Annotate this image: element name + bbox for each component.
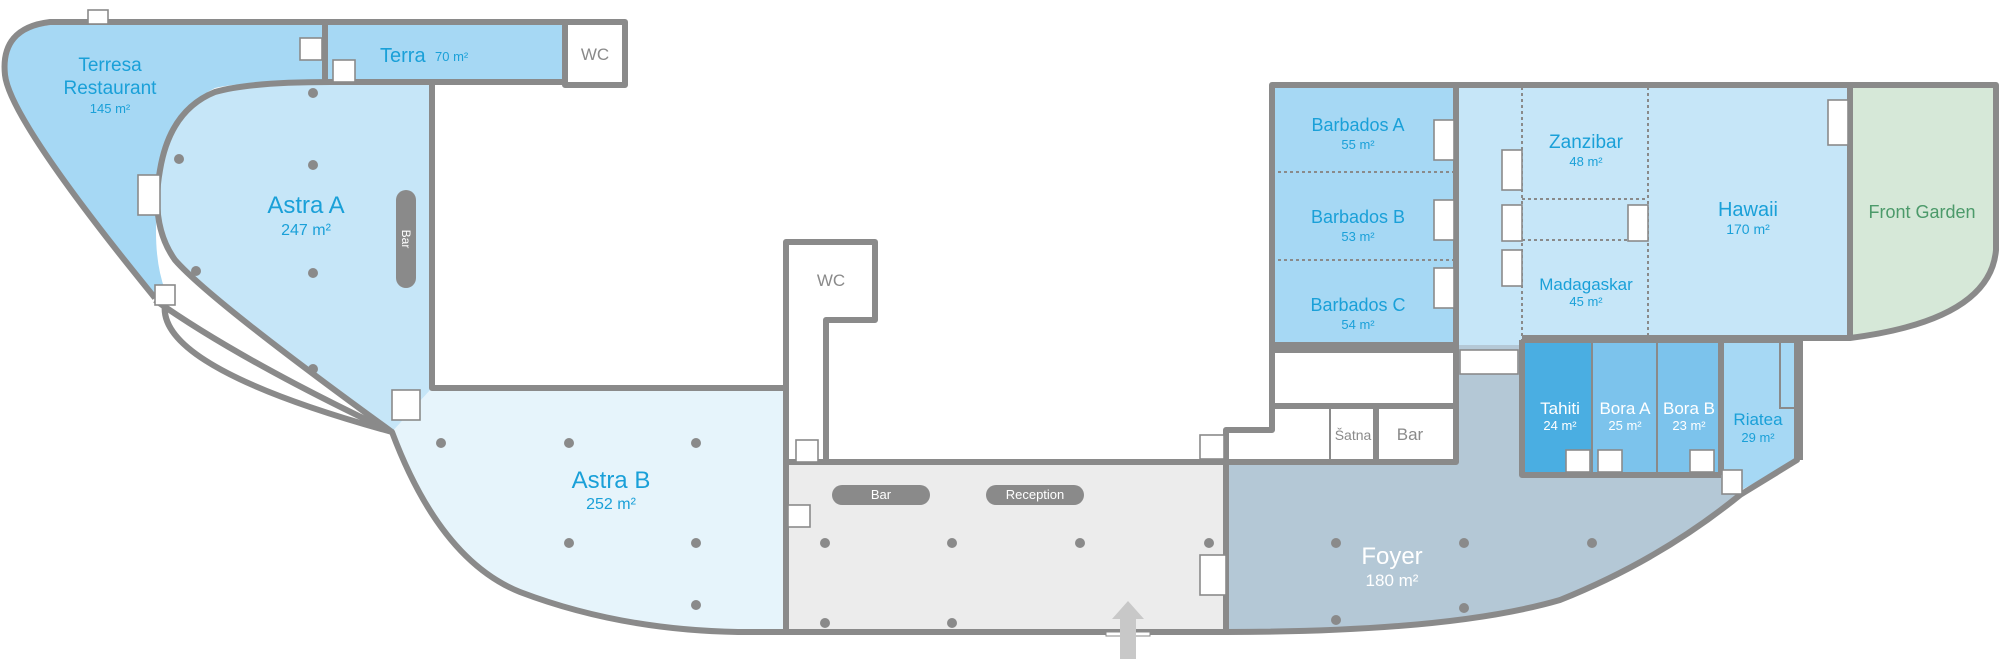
room-barbados-b[interactable]	[1272, 172, 1456, 260]
room-storage	[1272, 350, 1456, 406]
room-wc-top[interactable]	[565, 22, 625, 85]
hawaii-area: 170 m²	[1726, 221, 1770, 237]
room-terresa-restaurant[interactable]	[4, 25, 331, 298]
room-riatea[interactable]	[1721, 342, 1797, 495]
bora-a-area: 25 m²	[1608, 418, 1642, 433]
foyer-area: 180 m²	[1366, 571, 1419, 590]
terresa-name-line2: Restaurant	[64, 78, 158, 99]
room-wc-mid[interactable]	[786, 242, 875, 462]
astra-a-area: 247 m²	[281, 222, 331, 239]
barbados-a-area: 55 m²	[1341, 137, 1375, 152]
room-hawaii[interactable]	[1648, 87, 1850, 339]
terra-name: Terra	[380, 45, 426, 67]
barbados-c-area: 54 m²	[1341, 317, 1375, 332]
room-front-garden[interactable]	[1850, 87, 1996, 338]
terresa-name-line1: Terresa	[78, 55, 142, 76]
hall-between	[1522, 199, 1648, 240]
bar-small-label: Bar	[1397, 425, 1424, 444]
room-astra-a[interactable]	[157, 82, 432, 432]
room-barbados-c[interactable]	[1272, 260, 1456, 345]
barbados-c-name: Barbados C	[1310, 295, 1405, 315]
wc-top-label: WC	[581, 45, 609, 64]
bora-a-name: Bora A	[1599, 399, 1651, 418]
zanzibar-area: 48 m²	[1569, 154, 1603, 169]
zanzibar-name: Zanzibar	[1549, 132, 1624, 153]
wc-mid-label: WC	[817, 271, 845, 290]
astra-a-bar-counter	[396, 190, 416, 288]
riatea-name: Riatea	[1733, 410, 1783, 429]
madagaskar-name: Madagaskar	[1539, 275, 1633, 294]
lobby-bar-label: Bar	[871, 487, 892, 502]
astra-b-name: Astra B	[572, 467, 651, 494]
tahiti-name: Tahiti	[1540, 399, 1580, 418]
barbados-b-area: 53 m²	[1341, 229, 1375, 244]
reception-label: Reception	[1006, 487, 1065, 502]
riatea-area: 29 m²	[1741, 430, 1775, 445]
terresa-area: 145 m²	[90, 101, 131, 116]
satna-label: Šatna	[1335, 427, 1372, 443]
lobby-bar-counter	[832, 485, 930, 505]
bora-b-area: 23 m²	[1672, 418, 1706, 433]
room-astra-b[interactable]	[392, 388, 786, 632]
foyer-name: Foyer	[1361, 543, 1422, 570]
room-bar-small[interactable]	[1376, 406, 1456, 462]
column-icon	[174, 88, 1597, 628]
room-terra[interactable]	[325, 25, 565, 82]
terra-area: 70 m²	[435, 49, 469, 64]
bora-b-name: Bora B	[1663, 399, 1715, 418]
room-foyer[interactable]	[1226, 345, 1740, 632]
madagaskar-area: 45 m²	[1569, 294, 1603, 309]
entrance-arrow-icon	[1105, 601, 1151, 659]
astra-a-bar-label: Bar	[399, 230, 413, 249]
room-satna[interactable]	[1330, 406, 1376, 462]
room-barbados-a[interactable]	[1272, 87, 1456, 172]
reception-desk[interactable]	[986, 485, 1084, 505]
astra-b-area: 252 m²	[586, 496, 636, 513]
room-madagaskar[interactable]	[1522, 240, 1648, 340]
tahiti-area: 24 m²	[1543, 418, 1577, 433]
front-garden-label: Front Garden	[1868, 202, 1975, 222]
room-zanzibar[interactable]	[1522, 87, 1648, 199]
door-icon	[87, 9, 1849, 596]
barbados-b-name: Barbados B	[1311, 207, 1405, 227]
hawaii-name: Hawaii	[1718, 199, 1778, 221]
barbados-a-name: Barbados A	[1311, 115, 1404, 135]
astra-a-name: Astra A	[267, 192, 344, 219]
